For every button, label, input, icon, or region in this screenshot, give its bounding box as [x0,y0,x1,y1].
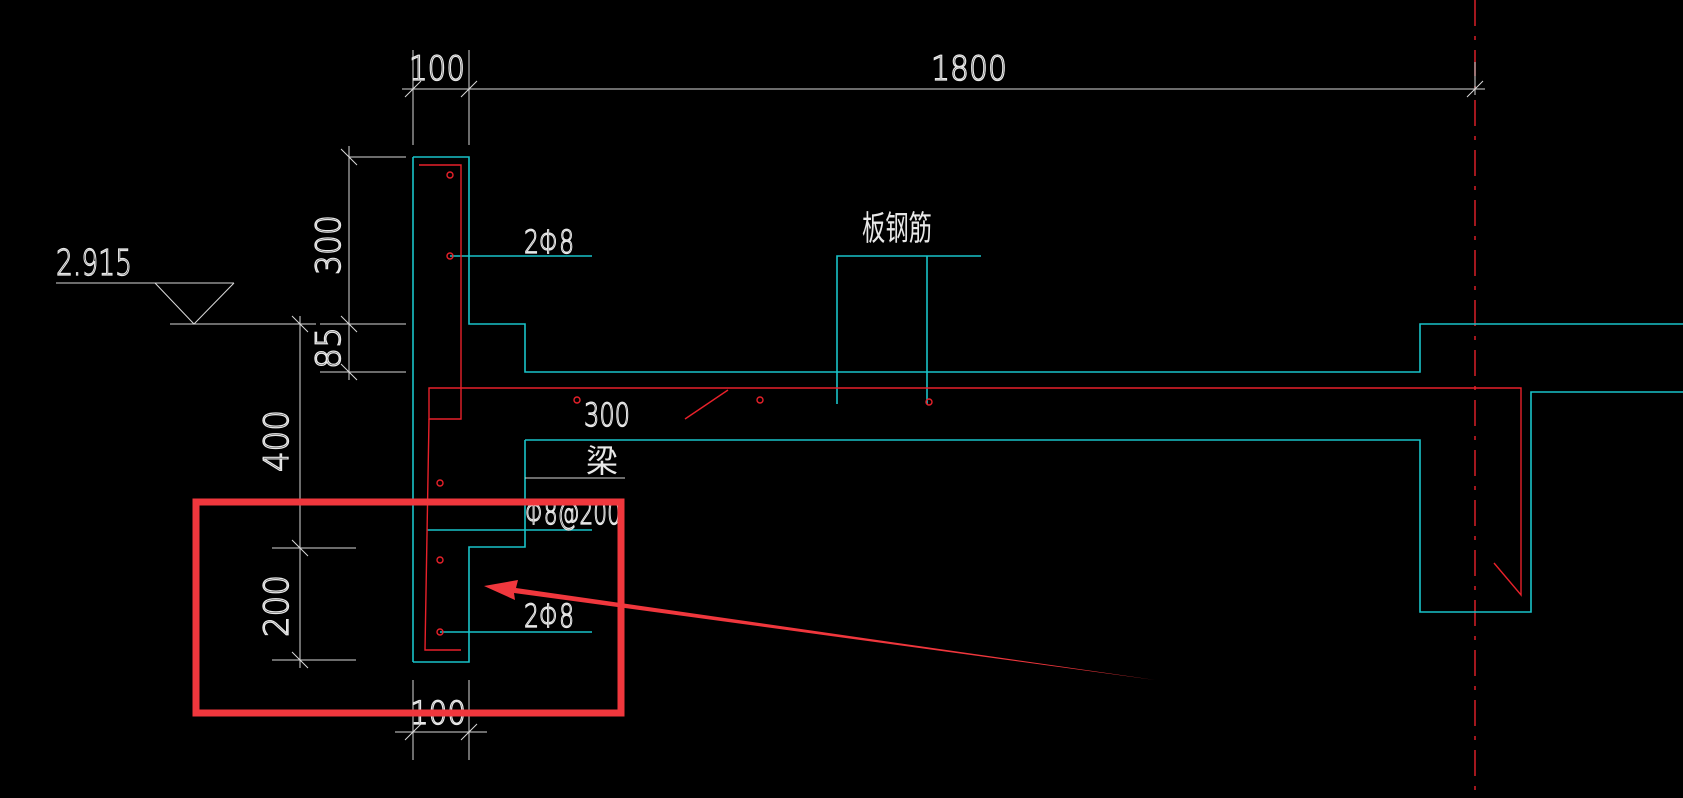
leader-slab-rebar [836,255,981,404]
bar-dot [925,398,933,406]
pointer-arrow [484,580,1155,680]
dim-height-slab: 85 [309,327,349,369]
upper-stirrup [419,164,1522,597]
bar-dot [436,556,444,564]
elevation-label: 2.915 [56,243,132,284]
dim-height-beam: 400 [257,410,297,472]
bar-dot [573,396,581,404]
bar-dot [446,171,454,179]
dimension-lines [56,50,1485,760]
slab-underside-outline [525,391,1683,613]
bar-dot [446,252,454,260]
beam-depth-label: 300 [584,396,630,434]
beam-name-label: 梁 [586,442,618,480]
upper-bars-label: 2Φ8 [524,223,574,261]
dim-top-span: 1800 [931,49,1007,89]
dim-top-left-width: 100 [409,49,465,89]
lower-stirrup [424,418,461,651]
slab-rebar-label: 板钢筋 [862,209,932,249]
lower-beam-outline [413,440,526,663]
rebar-layout [419,164,1522,651]
edge-upstand-outline [413,156,1683,373]
bar-dot [436,628,444,636]
bar-dot [436,479,444,487]
slab-hook [684,389,729,420]
lower-bars-label: 2Φ8 [524,597,574,635]
concrete-outline [412,156,1683,663]
dim-height-upper: 300 [309,215,349,275]
dim-height-lower: 200 [257,575,297,637]
bar-dot [756,396,764,404]
